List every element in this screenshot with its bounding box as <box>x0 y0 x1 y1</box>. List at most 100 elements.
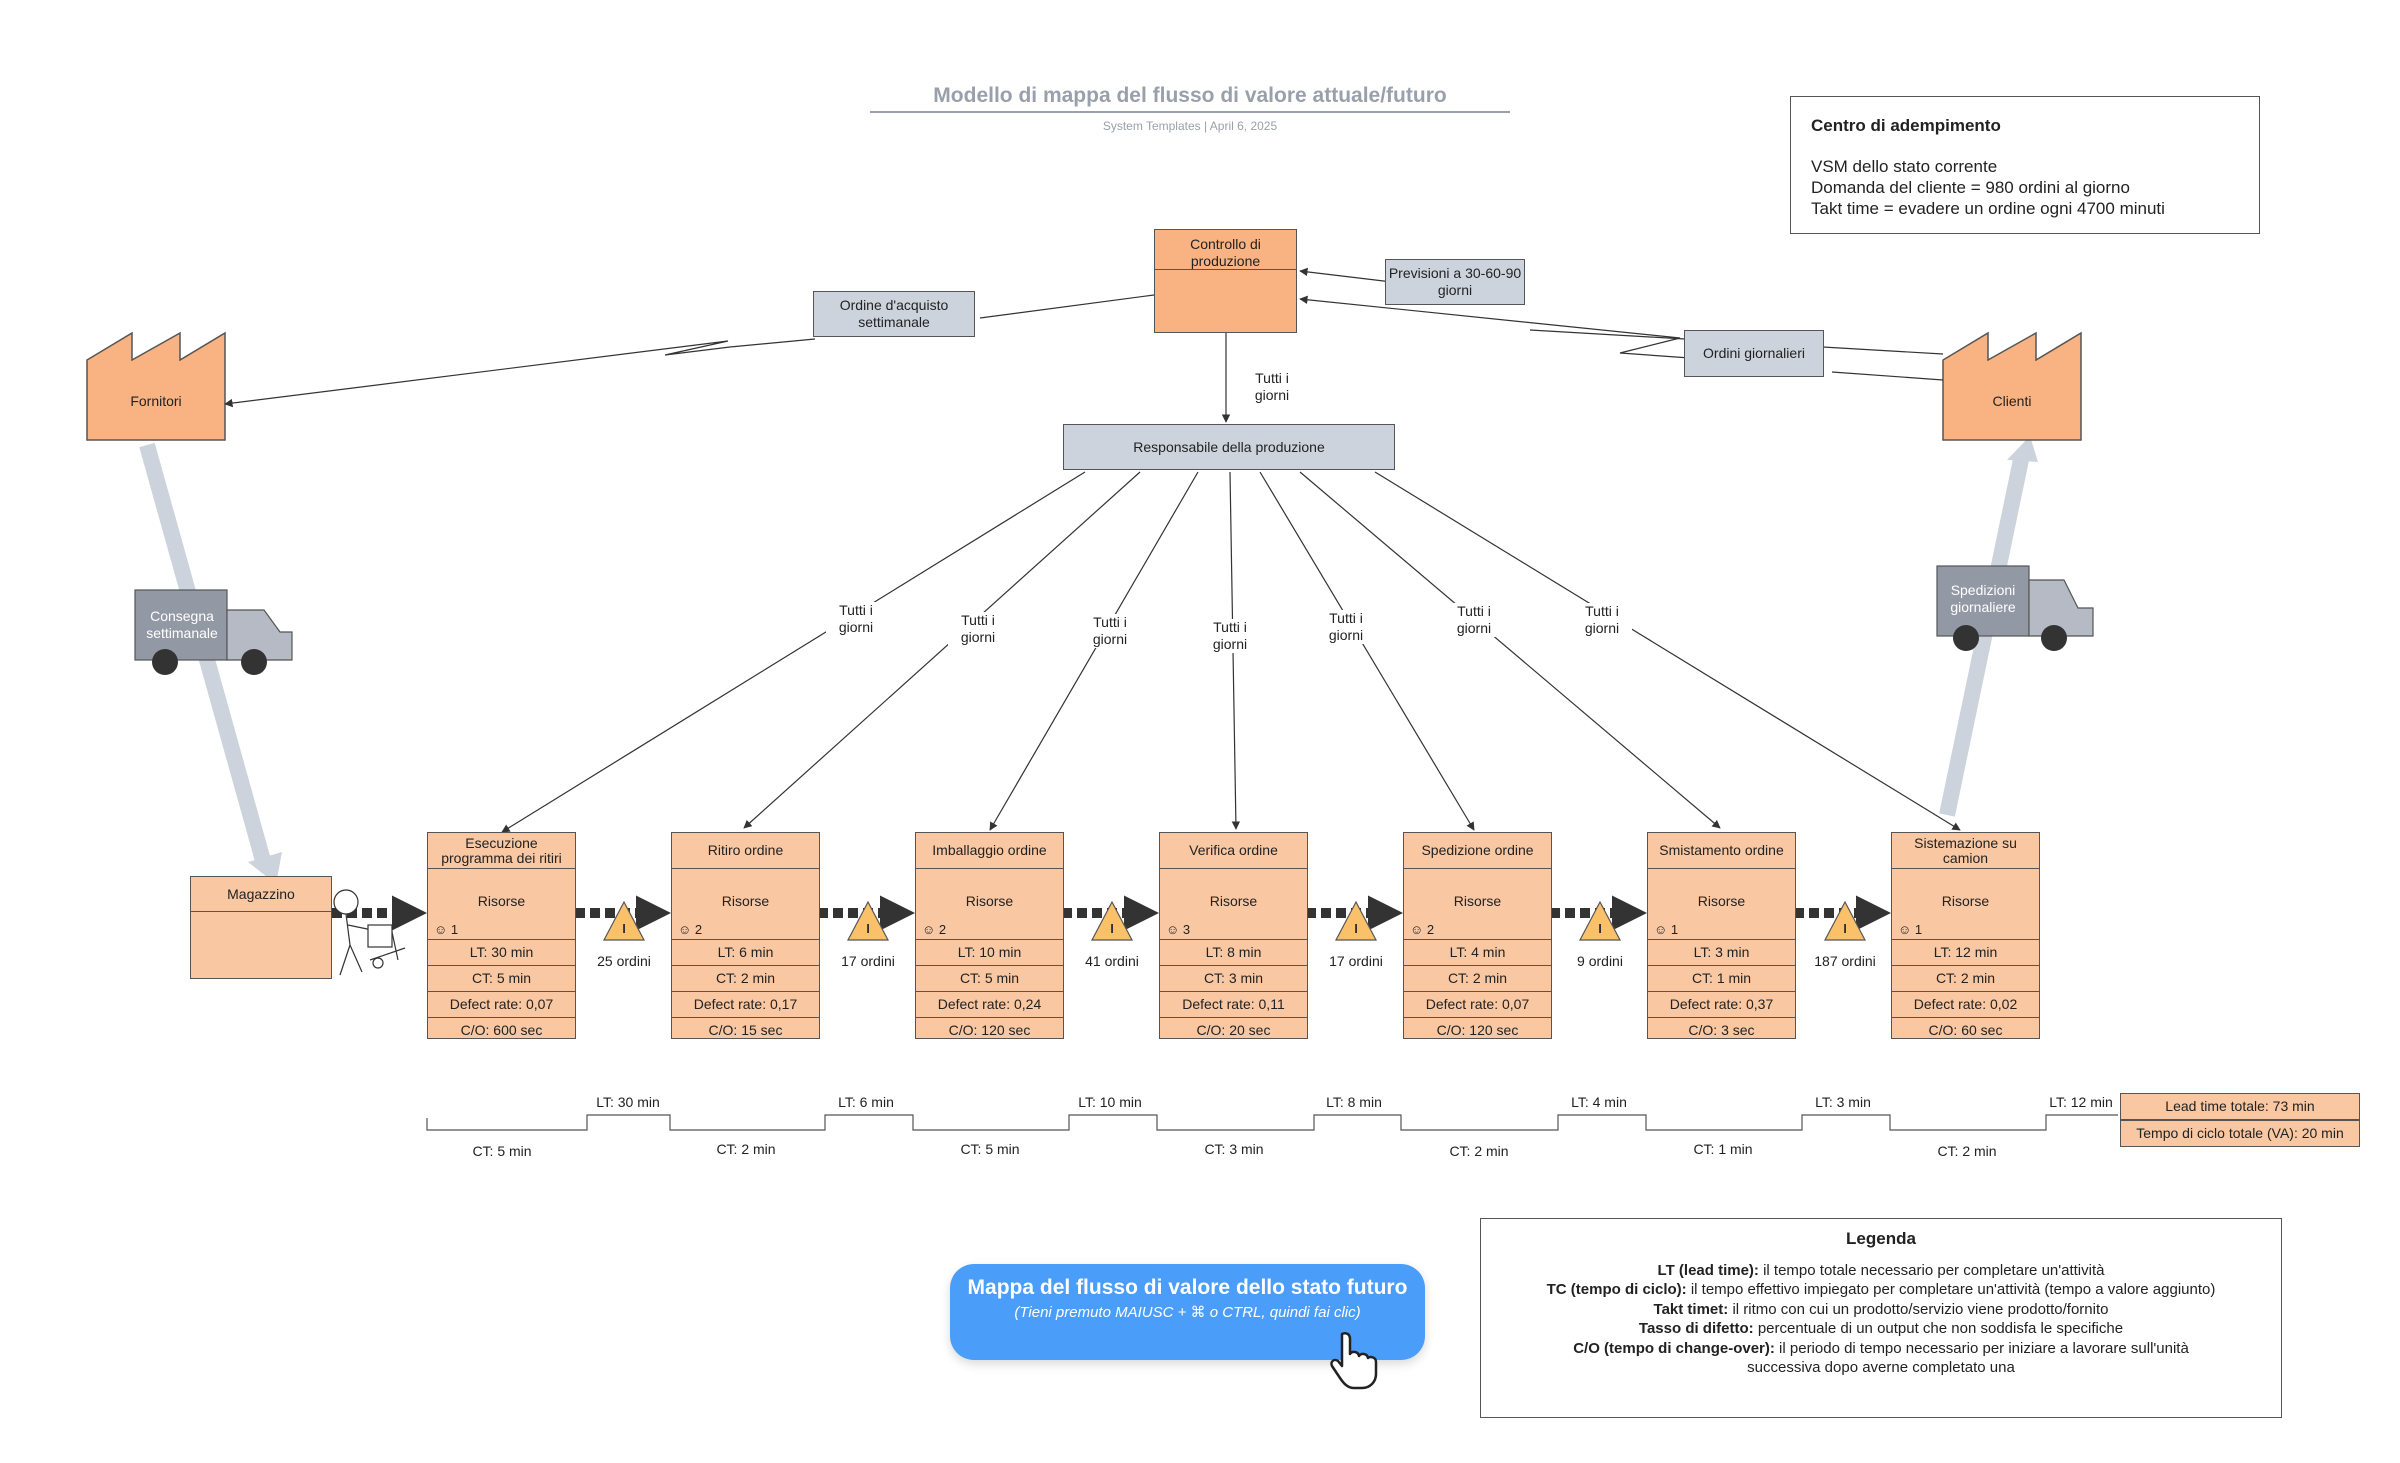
timeline-lt: LT: 3 min <box>1815 1094 1871 1110</box>
process-box[interactable]: Spedizione ordine Risorse☺ 2 LT: 4 min C… <box>1403 832 1552 1039</box>
inventory-symbols: I I I I I I <box>622 921 1847 936</box>
title-divider <box>870 111 1510 113</box>
legend-desc: il ritmo con cui un prodotto/servizio vi… <box>1732 1300 2109 1318</box>
process-lt: LT: 3 min <box>1648 940 1795 966</box>
inventory-symbol: I <box>1843 921 1847 936</box>
timeline-lt: LT: 6 min <box>838 1094 894 1110</box>
inventory-label: 187 ordini <box>1814 953 1876 969</box>
information-flow-lines <box>224 267 1961 833</box>
warehouse-label: Magazzino <box>191 877 331 912</box>
process-lt: LT: 12 min <box>1892 940 2039 966</box>
warehouse-box[interactable]: Magazzino <box>190 876 332 979</box>
process-lt: LT: 30 min <box>428 940 575 966</box>
timeline-ct: CT: 3 min <box>1204 1141 1264 1157</box>
legend-term: Tasso di difetto: <box>1638 1320 1754 1337</box>
inventory-label: 17 ordini <box>841 953 895 969</box>
timeline-ct: CT: 5 min <box>960 1141 1020 1157</box>
operator-count: 1 <box>1670 922 1679 937</box>
process-box[interactable]: Sistemazione su camion Risorse☺ 1 LT: 12… <box>1891 832 2040 1039</box>
process-name: Spedizione ordine <box>1404 833 1551 869</box>
operator-count: 2 <box>938 922 947 937</box>
process-defect-rate: Defect rate: 0,11 <box>1160 992 1307 1018</box>
process-box[interactable]: Imballaggio ordine Risorse ☺ 2 LT: 10 min… <box>915 832 1064 1039</box>
forecast-box[interactable]: Previsioni a 30-60-90 giorni <box>1385 259 1525 305</box>
operator-icon: ☺ <box>434 922 448 937</box>
frequency-label: Tutti i giorni <box>1080 614 1140 648</box>
legend-term: Takt timet: <box>1653 1300 1729 1318</box>
operator-icon: ☺ <box>678 922 692 937</box>
process-box[interactable]: Esecuzione programma dei ritiri Risorse☺… <box>427 832 576 1039</box>
frequency-label: Tutti i giorni <box>826 602 886 636</box>
process-resources: Risorse <box>1453 893 1502 909</box>
timeline-lt: LT: 12 min <box>2049 1094 2113 1110</box>
legend-term: TC (tempo di ciclo): <box>1546 1281 1687 1298</box>
process-resources: Risorse <box>477 893 526 909</box>
purchase-order-box[interactable]: Ordine d'acquisto settimanale <box>813 291 975 337</box>
supplier-label: Fornitori <box>130 393 182 409</box>
legend-item: LT (lead time): il tempo totale necessar… <box>1481 1261 2281 1281</box>
timeline-ladder <box>426 1114 2118 1131</box>
production-manager-box[interactable]: Responsabile della produzione <box>1063 424 1395 470</box>
legend-desc: percentuale di un output che non soddisf… <box>1757 1320 2124 1337</box>
process-box[interactable]: Smistamento ordine Risorse☺ 1 LT: 3 min … <box>1647 832 1796 1039</box>
process-defect-rate: Defect rate: 0,07 <box>1404 992 1551 1018</box>
legend-heading: Legenda <box>1846 1229 1916 1248</box>
process-lt: LT: 6 min <box>672 940 819 966</box>
process-box[interactable]: Verifica ordine Risorse☺ 3 LT: 8 min CT:… <box>1159 832 1308 1039</box>
operator-icon: ☺ <box>1898 922 1912 937</box>
legend-desc: il tempo effettivo impiegato per complet… <box>1690 1281 2216 1298</box>
process-name: Imballaggio ordine <box>916 833 1063 869</box>
process-name: Sistemazione su camion <box>1892 833 2039 869</box>
legend-box: Legenda LT (lead time): il tempo totale … <box>1480 1218 2282 1418</box>
operator-icon: ☺ <box>1654 922 1668 937</box>
process-resources: Risorse <box>965 893 1014 909</box>
process-ct: CT: 2 min <box>672 966 819 992</box>
supplier-factory-icon <box>86 331 226 441</box>
legend-item: C/O (tempo di change-over): il periodo d… <box>1481 1339 2281 1378</box>
inventory-symbol: I <box>866 921 870 936</box>
operator-icon: ☺ <box>1410 922 1424 937</box>
inventory-symbol: I <box>1598 921 1602 936</box>
process-defect-rate: Defect rate: 0,07 <box>428 992 575 1018</box>
operator-icon: ☺ <box>922 922 936 937</box>
future-button-hint: (Tieni premuto MAIUSC + ⌘ o CTRL, quindi… <box>1014 1304 1361 1321</box>
weekly-delivery-label: Consegna settimanale <box>146 608 218 641</box>
daily-shipments-label: Spedizioni giornaliere <box>1950 582 2016 615</box>
production-control-label: Controllo di produzione <box>1155 230 1296 270</box>
process-resources: Risorse <box>721 893 770 909</box>
process-lt: LT: 10 min <box>916 940 1063 966</box>
process-box[interactable]: Ritiro ordine Risorse☺ 2 LT: 6 min CT: 2… <box>671 832 820 1039</box>
operator-count: 1 <box>450 922 459 937</box>
process-changeover: C/O: 15 sec <box>708 1022 783 1038</box>
page-title: Modello di mappa del flusso di valore at… <box>933 84 1447 107</box>
production-control-box[interactable]: Controllo di produzione <box>1154 229 1297 333</box>
page-subtitle: System Templates | April 6, 2025 <box>1102 119 1278 133</box>
daily-orders-box[interactable]: Ordini giornalieri <box>1684 330 1824 377</box>
frequency-label: Tutti i giorni <box>1200 619 1260 653</box>
process-changeover: C/O: 3 sec <box>1688 1022 1755 1038</box>
inventory-label: 9 ordini <box>1577 953 1623 969</box>
legend-term: LT (lead time): <box>1657 1261 1759 1279</box>
process-ct: CT: 5 min <box>916 966 1063 992</box>
process-changeover: C/O: 120 sec <box>1436 1022 1519 1038</box>
daily-shipments-truck-icon <box>1936 565 2094 651</box>
process-resources: Risorse <box>1209 893 1258 909</box>
customer-factory-icon <box>1942 331 2082 441</box>
operator-count: 3 <box>1182 922 1191 937</box>
operator-icon: ☺ <box>1166 922 1180 937</box>
fulfillment-info-box: Centro di adempimento VSM dello stato co… <box>1790 96 2260 234</box>
total-lead-time-box: Lead time totale: 73 min <box>2120 1093 2360 1120</box>
process-name: Ritiro ordine <box>672 833 819 869</box>
process-name: Smistamento ordine <box>1648 833 1795 869</box>
process-defect-rate: Defect rate: 0,02 <box>1892 992 2039 1018</box>
legend-desc: il periodo di tempo necessario per inizi… <box>1747 1339 2189 1377</box>
process-changeover: C/O: 600 sec <box>460 1022 543 1038</box>
frequency-label: Tutti i giorni <box>1444 603 1504 637</box>
operator-count: 1 <box>1914 922 1923 937</box>
inventory-label: 41 ordini <box>1085 953 1139 969</box>
process-name: Verifica ordine <box>1160 833 1307 869</box>
info-line: Takt time = evadere un ordine ogni 4700 … <box>1811 199 2165 218</box>
process-ct: CT: 2 min <box>1892 966 2039 992</box>
legend-item: TC (tempo di ciclo): il tempo effettivo … <box>1481 1280 2281 1300</box>
